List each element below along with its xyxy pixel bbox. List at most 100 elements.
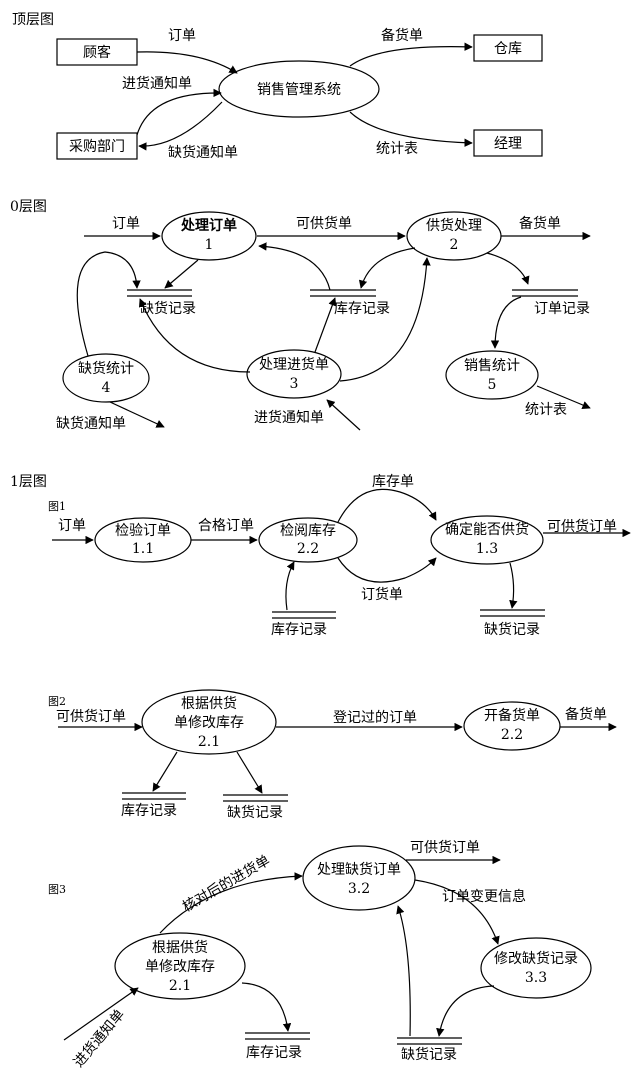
- process-2-2-number: 2.2: [297, 541, 319, 557]
- process-1-3: [430, 515, 544, 565]
- flow-available-label: 可供货单: [296, 215, 352, 232]
- flow-order-arrow: [136, 51, 238, 74]
- process-1-3-number: 1.3: [476, 541, 498, 557]
- process-3-name: 处理进货单: [259, 356, 329, 373]
- process-1-3-name: 确定能否供货: [445, 521, 529, 538]
- figure-1-title: 图1: [48, 500, 66, 513]
- flow-p3-to-p1: [258, 242, 331, 291]
- store-shortage-label: 缺货记录: [401, 1046, 457, 1063]
- flow-change-arrow: [414, 879, 500, 945]
- section-title-level0: 0层图: [10, 199, 47, 215]
- figure-2: 图2 根据供货 单修改库存 2.1 开备货单 2.2 可供货订单 登记过的订单 …: [48, 689, 617, 821]
- process-2-1b-line2: 单修改库存: [145, 959, 215, 975]
- entity-manager-label: 经理: [494, 136, 522, 152]
- figure-3: 图3 处理缺货订单 3.2 修改缺货记录 3.3 根据供货 单修改库存 2.1 …: [48, 839, 592, 1071]
- flow-p21-to-inventory: [152, 751, 178, 792]
- process-3-2: [302, 845, 416, 911]
- top-level-diagram: 顶层图 顾客 采购部门 仓库 经理 销售管理系统 订单 进货通知单 缺货通知单 …: [12, 12, 543, 161]
- flow-p21-to-inventory: [241, 982, 292, 1032]
- process-2-1b: [114, 932, 246, 1000]
- entity-warehouse-box: [473, 34, 543, 62]
- flow-order-list-label: 订货单: [361, 586, 403, 603]
- process-1-number: 1: [205, 237, 214, 253]
- flow-shortage-notice-arrow: [138, 101, 223, 151]
- flow-restock-notice-label: 进货通知单: [122, 75, 192, 92]
- flow-order-label: 订单: [58, 518, 86, 534]
- flow-restock-notice-arrow: [326, 399, 361, 431]
- store-inventory-label: 库存记录: [271, 622, 327, 638]
- process-3-3: [480, 937, 592, 999]
- flow-restock-notice-label: 进货通知单: [254, 409, 324, 426]
- store-inventory-label: 库存记录: [121, 803, 177, 819]
- section-title-level1: 1层图: [10, 474, 47, 490]
- process-3-2-name: 处理缺货订单: [317, 861, 401, 878]
- process-4-name: 缺货统计: [78, 360, 134, 377]
- flow-checked-label: 核对后的进货单: [180, 852, 273, 916]
- flow-p3-to-p2: [339, 257, 431, 382]
- store-orders-label: 订单记录: [534, 301, 590, 317]
- process-5: [445, 350, 539, 400]
- process-2-name: 供货处理: [426, 217, 482, 234]
- entity-manager-box: [473, 129, 543, 157]
- figure-1: 图1 检验订单 1.1 检阅库存 2.2 确定能否供货 1.3 订单 合格订单 …: [48, 474, 631, 638]
- process-1: [161, 211, 257, 261]
- flow-p33-to-shortage: [436, 985, 495, 1037]
- flow-stats-arrow: [536, 385, 591, 409]
- flow-p21-to-shortage: [236, 751, 263, 794]
- flow-inventory-list-arrow: [337, 488, 437, 523]
- flow-stats-label: 统计表: [376, 141, 418, 157]
- flow-shortage-notice-label: 缺货通知单: [56, 415, 126, 432]
- flow-order-label: 订单: [112, 216, 140, 232]
- process-2-1: [141, 689, 277, 755]
- process-5-name: 销售统计: [464, 358, 520, 374]
- flow-prepare-label: 备货单: [565, 706, 607, 723]
- process-2-2b-name: 开备货单: [484, 707, 540, 724]
- section-title-top: 顶层图: [12, 12, 54, 28]
- flow-inventory-to-p22: [285, 561, 295, 611]
- process-2-2-name: 检阅库存: [280, 523, 336, 539]
- flow-p2-to-inventory: [358, 247, 416, 289]
- flow-p1-to-shortage: [164, 259, 199, 289]
- flow-restock-notice-arrow: [136, 88, 222, 136]
- flow-p2-to-orders: [486, 252, 530, 285]
- flow-qualified-label: 合格订单: [198, 518, 254, 534]
- process-2-1-number: 2.1: [198, 734, 220, 750]
- flow-p3-to-shortage: [138, 298, 251, 373]
- flow-change-label: 订单变更信息: [442, 888, 526, 905]
- flow-available-label: 可供货订单: [56, 708, 126, 725]
- process-2-1b-number: 2.1: [169, 978, 191, 994]
- store-shortage-label: 缺货记录: [227, 804, 283, 821]
- level0-diagram: 0层图 处理订单 1 供货处理 2 处理进货单 3 缺货统计 4 销售统计 5 …: [10, 199, 591, 432]
- flow-stats-label: 统计表: [525, 402, 567, 418]
- flow-restock-notice-arrow: [63, 987, 139, 1041]
- flow-p4-loop-to-shortage: [76, 251, 141, 357]
- process-2-1b-line1: 根据供货: [152, 939, 208, 956]
- store-shortage-label: 缺货记录: [484, 621, 540, 638]
- process-2-2b-number: 2.2: [501, 727, 523, 743]
- flow-shortage-notice-arrow: [109, 401, 165, 428]
- store-inventory-label: 库存记录: [334, 301, 390, 317]
- flow-inventory-list-label: 库存单: [372, 474, 414, 490]
- figure-3-title: 图3: [48, 883, 66, 896]
- flow-prepare-list-arrow: [349, 42, 473, 67]
- process-4-number: 4: [102, 380, 111, 396]
- process-1-1-name: 检验订单: [115, 523, 171, 539]
- flow-checked-arrow: [159, 872, 303, 934]
- flow-p13-to-shortage: [509, 562, 518, 609]
- flow-registered-label: 登记过的订单: [333, 710, 417, 726]
- process-2-2b: [463, 701, 561, 751]
- flow-p3-to-inventory: [314, 297, 337, 353]
- flow-prepare-list-label: 备货单: [381, 27, 423, 44]
- flow-order-list-arrow: [337, 557, 437, 583]
- entity-customer-label: 顾客: [83, 44, 111, 61]
- process-2-number: 2: [450, 237, 459, 253]
- flow-shortage-to-p32: [396, 905, 411, 1037]
- process-1-1-number: 1.1: [132, 541, 154, 557]
- flow-order-label: 订单: [168, 28, 196, 44]
- process-3-3-name: 修改缺货记录: [494, 950, 578, 967]
- entity-purchase-label: 采购部门: [69, 139, 125, 155]
- flow-stats-arrow: [349, 111, 473, 147]
- flow-orders-to-p5: [490, 296, 522, 349]
- process-2-1-line2: 单修改库存: [174, 715, 244, 731]
